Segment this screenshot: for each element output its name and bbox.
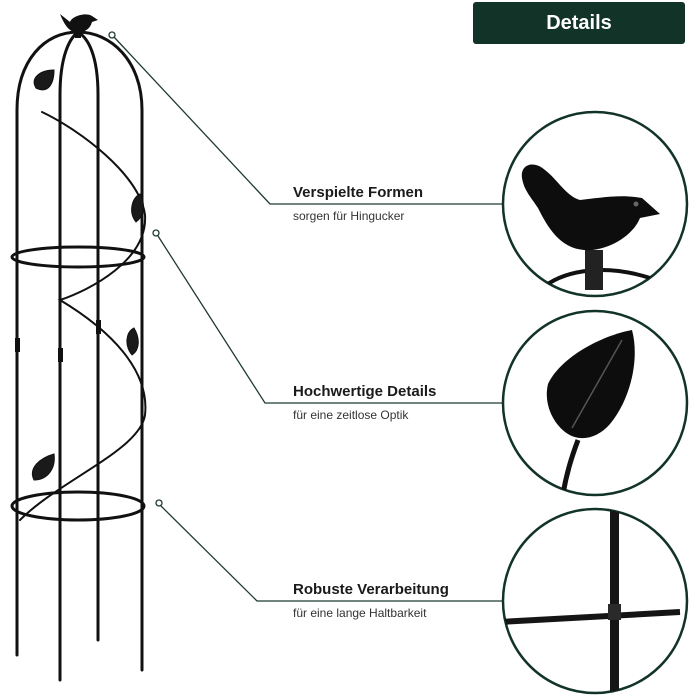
detail-circle-leaf [501, 309, 689, 497]
callout-connectors [108, 31, 506, 602]
callout-title: Verspielte Formen [293, 184, 424, 201]
callout-subtitle: sorgen für Hingucker [293, 209, 405, 223]
callout-title: Robuste Verarbeitung [293, 581, 449, 598]
callout-subtitle: für eine zeitlose Optik [293, 408, 409, 422]
trellis-leaves [32, 69, 144, 481]
trellis-ring-lower [10, 490, 146, 522]
trellis-leg-inner-right [76, 30, 100, 642]
callout-subtitle: für eine lange Haltbarkeit [293, 606, 427, 620]
details-badge: Details [473, 2, 685, 44]
trellis-leg-right [76, 30, 144, 672]
detail-circle-frame [501, 507, 689, 695]
trellis-ring-upper [10, 245, 146, 269]
trellis-spiral [19, 111, 147, 521]
callout-playful-shapes: Verspielte Formen sorgen für Hingucker [293, 184, 423, 223]
callout-robust-build: Robuste Verarbeitung für eine lange Halt… [293, 581, 449, 620]
obelisk-trellis [10, 30, 147, 682]
bird-ornament [60, 14, 98, 38]
callout-title: Hochwertige Details [293, 383, 437, 400]
callout-quality-details: Hochwertige Details für eine zeitlose Op… [293, 383, 436, 422]
trellis-leg-left [15, 30, 80, 657]
detail-circle-bird [501, 110, 689, 298]
